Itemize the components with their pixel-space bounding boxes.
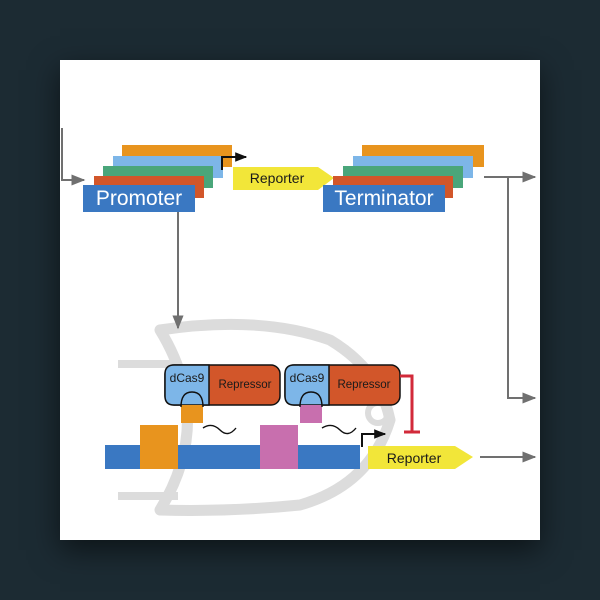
feedback-arrow [507,177,537,404]
repressor-label-1: Repressor [218,379,271,391]
gate-input-line-2 [118,492,178,500]
reporter-bottom: Reporter [368,446,473,469]
dcas9-repressor-complex-1: dCas9 Repressor [164,364,281,435]
promoter-label: Promoter [96,187,182,210]
target-site-1 [140,425,178,445]
dcas9-label-1: dCas9 [170,371,205,385]
repressor-label-2: Repressor [337,379,390,391]
repression-line [400,374,414,432]
promoter-stack: Promoter [83,145,232,212]
dcas9-label-2: dCas9 [290,371,325,385]
terminator-block [323,185,445,212]
terminator-label: Terminator [334,187,433,210]
guide-rna-2 [300,405,322,423]
reporter-top: Reporter [233,167,334,190]
dcas9-repressor-complex-2: dCas9 Repressor [284,364,401,435]
transcription-start-arrow-top [221,152,248,170]
gate-input-line-1 [118,360,178,368]
reporter-label: Reporter [250,170,305,186]
rna-tail-2 [321,424,357,435]
input-arrow [61,128,86,186]
guide-rna-1 [181,405,203,423]
terminator-stack: Terminator [323,145,484,212]
output-reporter-label: Reporter [387,450,442,466]
dna-strand [105,445,360,469]
genetic-circuit-diagram: Promoter Reporter Terminator dCas9 Repre… [61,128,537,516]
target-site-2 [260,425,298,445]
transcription-start-arrow-bottom [361,429,387,447]
figure-panel: Promoter Reporter Terminator dCas9 Repre… [60,60,540,540]
rna-tail-1 [202,424,237,435]
promoter-block [83,185,195,212]
